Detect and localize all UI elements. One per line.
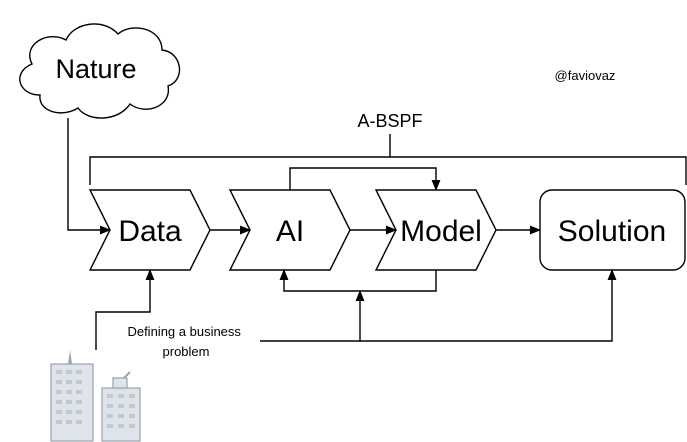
problem-label-line1: Defining a business [127, 324, 241, 339]
nature-label: Nature [55, 54, 136, 84]
arrow-problem-to-feedback [260, 289, 365, 342]
nature-cloud: Nature [19, 23, 181, 119]
cloud-icon [19, 23, 181, 119]
step-data-label: Data [118, 215, 182, 248]
step-model-label: Model [400, 215, 482, 248]
framework-label: A-BSPF [357, 111, 422, 131]
arrow-ai-over-to-model [289, 167, 441, 192]
office-buildings-icon [50, 350, 141, 442]
problem-label: Defining a business problem [127, 324, 244, 359]
author-handle: @faviovaz [555, 68, 616, 83]
framework-bracket [89, 134, 687, 185]
step-solution: Solution [539, 189, 686, 271]
step-ai-label: AI [276, 215, 304, 248]
arrow-problem-to-solution [360, 268, 617, 342]
arrow-model-back-to-ai [279, 268, 437, 292]
arrow-nature-to-data [67, 118, 112, 235]
step-solution-label: Solution [558, 215, 666, 248]
step-ai: AI [228, 189, 351, 271]
problem-label-line2: problem [163, 344, 210, 359]
arrow-problem-to-data [95, 268, 155, 350]
